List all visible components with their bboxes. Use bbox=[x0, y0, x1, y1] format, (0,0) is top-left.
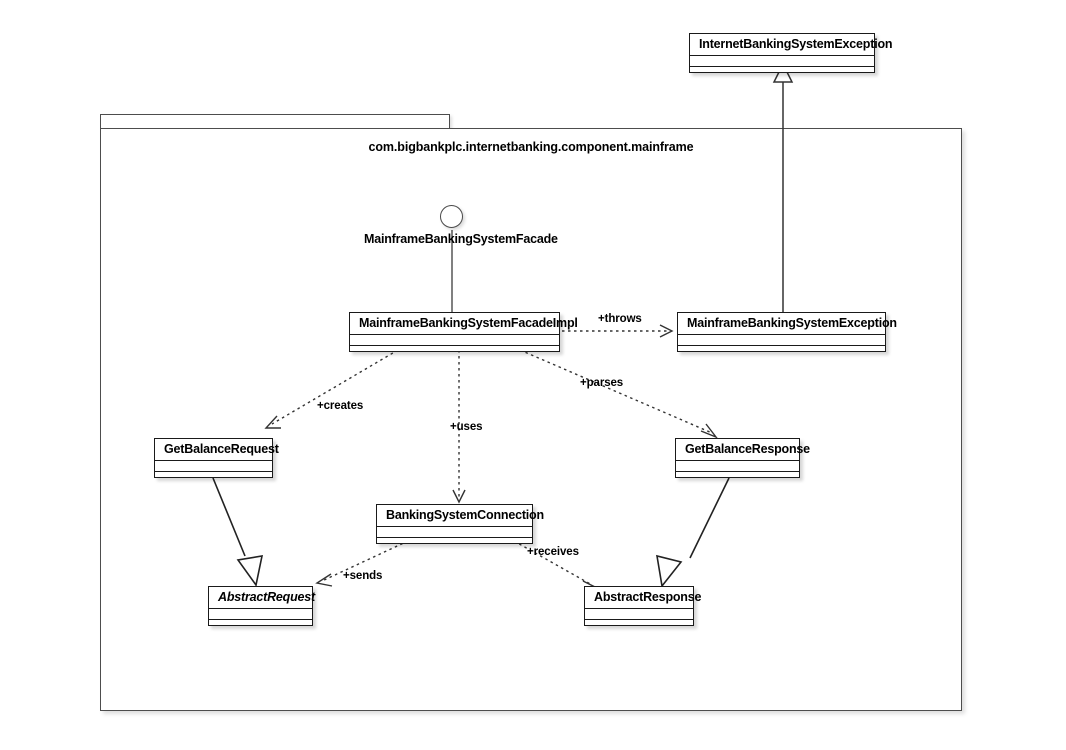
class-attributes-compartment bbox=[585, 609, 693, 620]
class-box-mainframe-banking-system-exception[interactable]: MainframeBankingSystemException bbox=[677, 312, 897, 352]
facade-interface-label: MainframeBankingSystemFacade bbox=[364, 232, 558, 246]
class-name-get-balance-request: GetBalanceRequest bbox=[155, 439, 279, 461]
edge-label-receives: +receives bbox=[527, 546, 579, 558]
class-attributes-compartment bbox=[678, 335, 885, 346]
class-box-abstract-request[interactable]: AbstractRequest bbox=[208, 586, 315, 626]
class-name-abstract-request: AbstractRequest bbox=[209, 587, 315, 609]
class-operations-compartment bbox=[690, 67, 874, 78]
class-name-mainframe-banking-system-exception: MainframeBankingSystemException bbox=[678, 313, 897, 335]
class-operations-compartment bbox=[585, 620, 693, 631]
package-tab bbox=[100, 114, 450, 129]
class-name-abstract-response: AbstractResponse bbox=[585, 587, 701, 609]
class-attributes-compartment bbox=[209, 609, 312, 620]
class-attributes-compartment bbox=[155, 461, 272, 472]
class-attributes-compartment bbox=[350, 335, 559, 346]
class-attributes-compartment bbox=[676, 461, 799, 472]
edge-label-creates: +creates bbox=[317, 400, 364, 412]
class-box-get-balance-response[interactable]: GetBalanceResponse bbox=[675, 438, 810, 478]
class-operations-compartment bbox=[377, 538, 532, 549]
class-name-banking-system-connection: BankingSystemConnection bbox=[377, 505, 544, 527]
class-operations-compartment bbox=[155, 472, 272, 483]
edge-label-uses: +uses bbox=[450, 421, 483, 433]
facade-lollipop-icon bbox=[440, 205, 463, 228]
class-operations-compartment bbox=[676, 472, 799, 483]
class-attributes-compartment bbox=[690, 56, 874, 67]
edge-label-sends: +sends bbox=[343, 570, 383, 582]
class-name-get-balance-response: GetBalanceResponse bbox=[676, 439, 810, 461]
class-box-mainframe-banking-system-facade-impl[interactable]: MainframeBankingSystemFacadeImpl bbox=[349, 312, 578, 352]
edge-label-parses: +parses bbox=[580, 377, 624, 389]
class-name-internet-banking-system-exception: InternetBankingSystemException bbox=[690, 34, 893, 56]
class-box-abstract-response[interactable]: AbstractResponse bbox=[584, 586, 701, 626]
class-box-banking-system-connection[interactable]: BankingSystemConnection bbox=[376, 504, 544, 544]
class-box-internet-banking-system-exception[interactable]: InternetBankingSystemException bbox=[689, 33, 893, 73]
package-name-label: com.bigbankplc.internetbanking.component… bbox=[368, 140, 694, 154]
class-box-get-balance-request[interactable]: GetBalanceRequest bbox=[154, 438, 279, 478]
class-attributes-compartment bbox=[377, 527, 532, 538]
class-operations-compartment bbox=[678, 346, 885, 357]
class-operations-compartment bbox=[209, 620, 312, 631]
class-name-mainframe-banking-system-facade-impl: MainframeBankingSystemFacadeImpl bbox=[350, 313, 578, 335]
class-operations-compartment bbox=[350, 346, 559, 357]
edge-label-throws: +throws bbox=[598, 313, 642, 325]
